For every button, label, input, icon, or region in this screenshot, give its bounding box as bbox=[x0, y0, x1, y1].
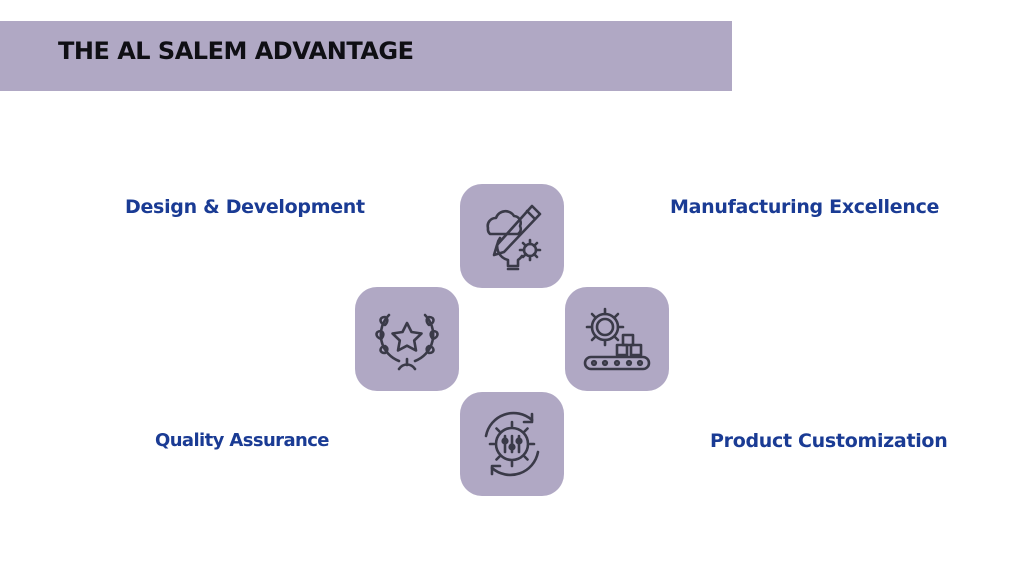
title-band bbox=[0, 21, 732, 91]
gear-settings-cycle-icon bbox=[484, 411, 540, 477]
page-title: THE AL SALEM ADVANTAGE bbox=[58, 37, 414, 65]
tile-quality-assurance bbox=[355, 287, 459, 391]
manufacturing-gear-conveyor-icon bbox=[583, 307, 651, 371]
label-design-development: Design & Development bbox=[125, 196, 365, 218]
design-development-icon bbox=[486, 204, 542, 271]
label-manufacturing-excellence: Manufacturing Excellence bbox=[670, 196, 940, 218]
tile-product-customization bbox=[460, 392, 564, 496]
label-product-customization: Product Customization bbox=[710, 430, 948, 452]
tile-design-development bbox=[460, 184, 564, 288]
laurel-star-award-icon bbox=[375, 313, 439, 371]
label-quality-assurance: Quality Assurance bbox=[155, 430, 330, 451]
tile-manufacturing-excellence bbox=[565, 287, 669, 391]
